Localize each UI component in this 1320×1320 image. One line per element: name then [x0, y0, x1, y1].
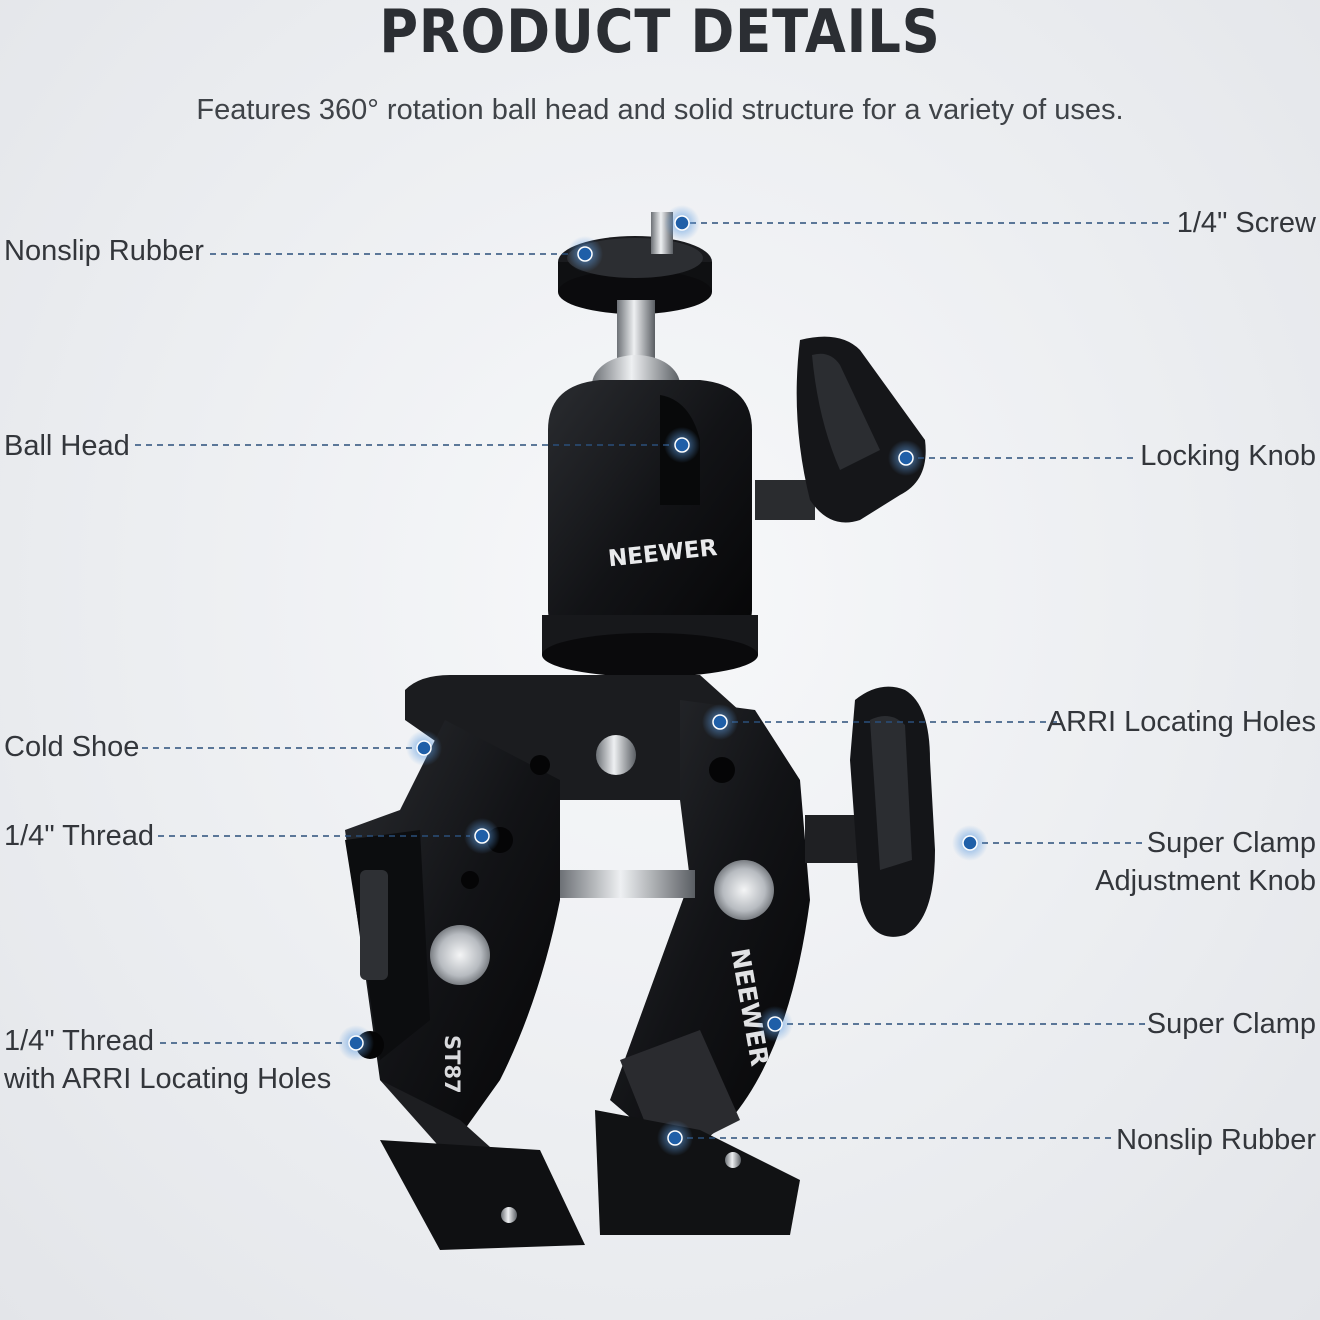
callout-dot-adj-knob — [952, 825, 988, 861]
page-subtitle: Features 360° rotation ball head and sol… — [196, 94, 1124, 126]
label-super-clamp: Super Clamp — [1146, 1008, 1316, 1040]
label-adj-knob-line1: Super Clamp — [1146, 827, 1316, 859]
page-title: PRODUCT DETAILS — [379, 0, 941, 67]
label-arri-holes: ARRI Locating Holes — [1046, 706, 1316, 738]
callout-dot-thread — [464, 818, 500, 854]
label-thread-arri-line2: with ARRI Locating Holes — [4, 1063, 332, 1095]
label-nonslip-top: Nonslip Rubber — [4, 235, 204, 267]
label-cold-shoe: Cold Shoe — [4, 731, 140, 763]
label-thread-arri-line1: 1/4" Thread — [4, 1025, 155, 1057]
model-label: ST87 — [440, 1035, 464, 1094]
callout-dot-ball-head — [664, 427, 700, 463]
callout-dot-nonslip-bottom — [657, 1120, 693, 1156]
label-ball-head: Ball Head — [4, 430, 130, 462]
callout-dot-screw — [664, 205, 700, 241]
label-locking-knob: Locking Knob — [1140, 440, 1316, 472]
ball-head-assembly: NEEWER — [542, 212, 926, 677]
callout-dot-super-clamp — [757, 1006, 793, 1042]
super-clamp-assembly: ST87 NEEWER — [345, 675, 935, 1250]
callout-dot-cold-shoe — [406, 730, 442, 766]
label-thread: 1/4" Thread — [4, 820, 155, 852]
callout-dot-arri — [702, 704, 738, 740]
callout-dot-thread-arri — [338, 1025, 374, 1061]
callout-dots — [338, 205, 988, 1156]
callout-dot-nonslip-top — [567, 236, 603, 272]
callout-lines — [135, 222, 1172, 1139]
label-adj-knob-line2: Adjustment Knob — [1095, 865, 1316, 897]
label-nonslip-bottom: Nonslip Rubber — [1116, 1124, 1316, 1156]
callout-dot-locking-knob — [888, 440, 924, 476]
label-screw: 1/4" Screw — [1176, 207, 1316, 239]
